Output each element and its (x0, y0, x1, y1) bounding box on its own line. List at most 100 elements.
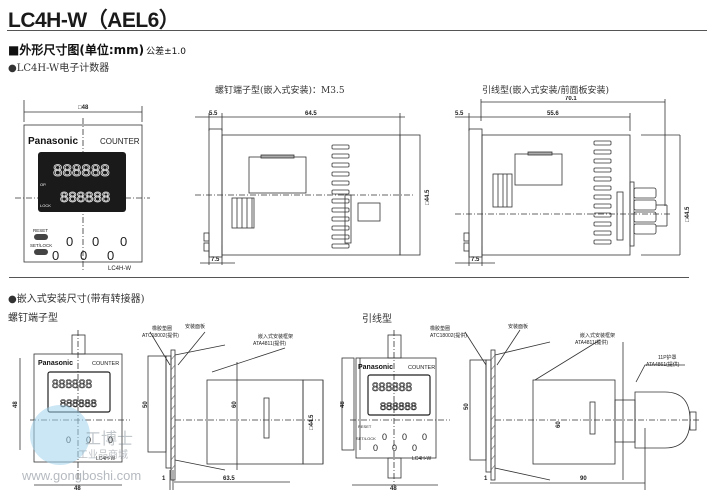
label-gasket-part: ATC18002(提供) (430, 332, 467, 339)
screw-terminal-side-view: 5.5 64.5 7.5 □44.5 (195, 111, 431, 265)
model-label: LC4H-W (96, 456, 115, 462)
dim-7-5: 7.5 (211, 257, 220, 263)
label-frame-part: ATA4811(提供) (575, 339, 608, 346)
watermark-site: www.gongboshi.com (22, 468, 142, 483)
display-row-2: 888888 (380, 401, 417, 413)
body-outline (206, 379, 304, 465)
dim-63-5: 63.5 (223, 476, 235, 482)
terminal-screw (357, 202, 381, 222)
display-row-1: 888888 (52, 377, 92, 391)
key-down-2: 0 (80, 248, 87, 263)
page-title: LC4H-W（AEL6） (8, 9, 180, 32)
subheading-panel-mount: ●嵌入式安装尺寸(带有转接器) (8, 294, 145, 305)
display-row-1: 888888 (372, 380, 412, 394)
key-up-2: 0 (92, 234, 99, 249)
key-down-3: 0 (107, 248, 114, 263)
brand-logo: Panasonic (38, 360, 73, 367)
label-gasket: 橡胶垫圈 (152, 325, 172, 332)
label-panel: 安装面板 (185, 323, 205, 330)
lead-wire-side-view: 70.1 5.5 55.6 7.5 □44.5 (455, 96, 691, 266)
front-bezel (208, 128, 223, 258)
brand-logo: Panasonic (358, 364, 393, 371)
op-indicator: OP. (40, 182, 46, 187)
dim-70-1: 70.1 (565, 96, 577, 102)
pcb-component (248, 156, 307, 194)
dim-1: 1 (484, 476, 488, 482)
dim-44-5: □44.5 (685, 206, 691, 222)
setlock-label: SET/LOCK (30, 243, 52, 248)
section-heading-dimensions: ■外形尺寸图(单位:mm)公差±1.0 (8, 41, 186, 58)
setlock-button-icon (34, 249, 48, 255)
title-divider (7, 30, 707, 31)
dim-label-width: □48 (78, 105, 89, 111)
key-3: 0 (422, 432, 427, 442)
subheading-counter: ●LC4H-W电子计数器 (8, 63, 110, 74)
dim-48-vertical: 48 (13, 401, 19, 408)
pcb-component (514, 153, 563, 186)
dim-7-5: 7.5 (471, 257, 480, 263)
label-panel: 安装面板 (508, 323, 528, 330)
watermark-tagline: 工业品商城 (78, 450, 128, 461)
key-4: 0 (373, 443, 378, 453)
dim-5-5: 5.5 (455, 111, 464, 117)
lock-indicator: LOCK (40, 203, 51, 208)
watermark-mascot (30, 405, 90, 465)
dim-1: 1 (162, 476, 166, 482)
key-6: 0 (412, 443, 417, 453)
model-label: LC4H-W (108, 266, 131, 270)
vent-slots (331, 144, 350, 249)
dim-48-vertical: 48 (340, 401, 346, 408)
dim-55-6: 55.6 (547, 111, 559, 117)
caption-screw-terminal-mount: 螺钉端子型 (8, 313, 58, 324)
dim-48-horizontal: 48 (74, 486, 81, 492)
gasket (165, 355, 172, 469)
heatsink (231, 197, 255, 229)
side-bezel (147, 355, 167, 453)
lcd-display (367, 374, 431, 416)
key-down-1: 0 (52, 248, 59, 263)
key-5: 0 (392, 443, 397, 453)
label-cover-part: ATA4861(提供) (646, 361, 680, 368)
vent-slots (593, 140, 612, 245)
label-gasket: 橡胶垫圈 (430, 325, 450, 332)
watermark-brand: 工博士 (85, 431, 134, 448)
dim-48-horizontal: 48 (390, 486, 397, 492)
bracket-top (71, 334, 86, 355)
key-1: 0 (382, 432, 387, 442)
reset-button-icon (34, 234, 48, 240)
label-frame-part: ATA4811(提供) (253, 340, 286, 347)
counter-label: COUNTER (408, 365, 435, 371)
panel-hatching (170, 354, 176, 471)
key-up-1: 0 (66, 234, 73, 249)
display-row-1: 888888 (53, 161, 110, 180)
dim-5-5: 5.5 (209, 111, 218, 117)
caption-lead-wire-mount: 引线型 (362, 314, 392, 325)
front-bezel (468, 128, 483, 258)
label-gasket-part: ATC18002(提供) (142, 332, 179, 339)
dim-60: 60 (556, 421, 562, 428)
brand-logo: Panasonic (28, 136, 78, 147)
dim-50: 50 (464, 403, 470, 410)
key-3: 0 (108, 435, 113, 445)
caption-lead-wire: 引线型(嵌入式安装/前面板安装) (482, 86, 610, 96)
dim-60: 60 (232, 401, 238, 408)
front-view-drawing: □48 Panasonic COUNTER 888888 888888 OP. … (15, 100, 150, 270)
tolerance-note: 公差±1.0 (146, 47, 186, 57)
counter-label: COUNTER (92, 361, 119, 367)
heading-text: ■外形尺寸图(单位:mm) (8, 43, 145, 57)
reset-label: RESET (358, 424, 372, 429)
label-frame: 嵌入式安装框架 (580, 332, 615, 339)
dim-44-5: □44.5 (309, 414, 315, 430)
lcd-display (38, 152, 126, 212)
display-row-2: 888888 (60, 189, 110, 206)
terminal-block (399, 134, 421, 256)
dim-64-5: 64.5 (305, 111, 317, 117)
dim-44-5: □44.5 (425, 189, 431, 205)
body-outline (532, 379, 616, 465)
caption-screw-terminal: 螺钉端子型(嵌入式安装)：M3.5 (215, 86, 345, 96)
dim-50: 50 (143, 401, 149, 408)
key-up-3: 0 (120, 234, 127, 249)
dim-90: 90 (580, 476, 587, 482)
label-cover: 11P护罩 (658, 354, 677, 361)
counter-label: COUNTER (100, 137, 140, 146)
